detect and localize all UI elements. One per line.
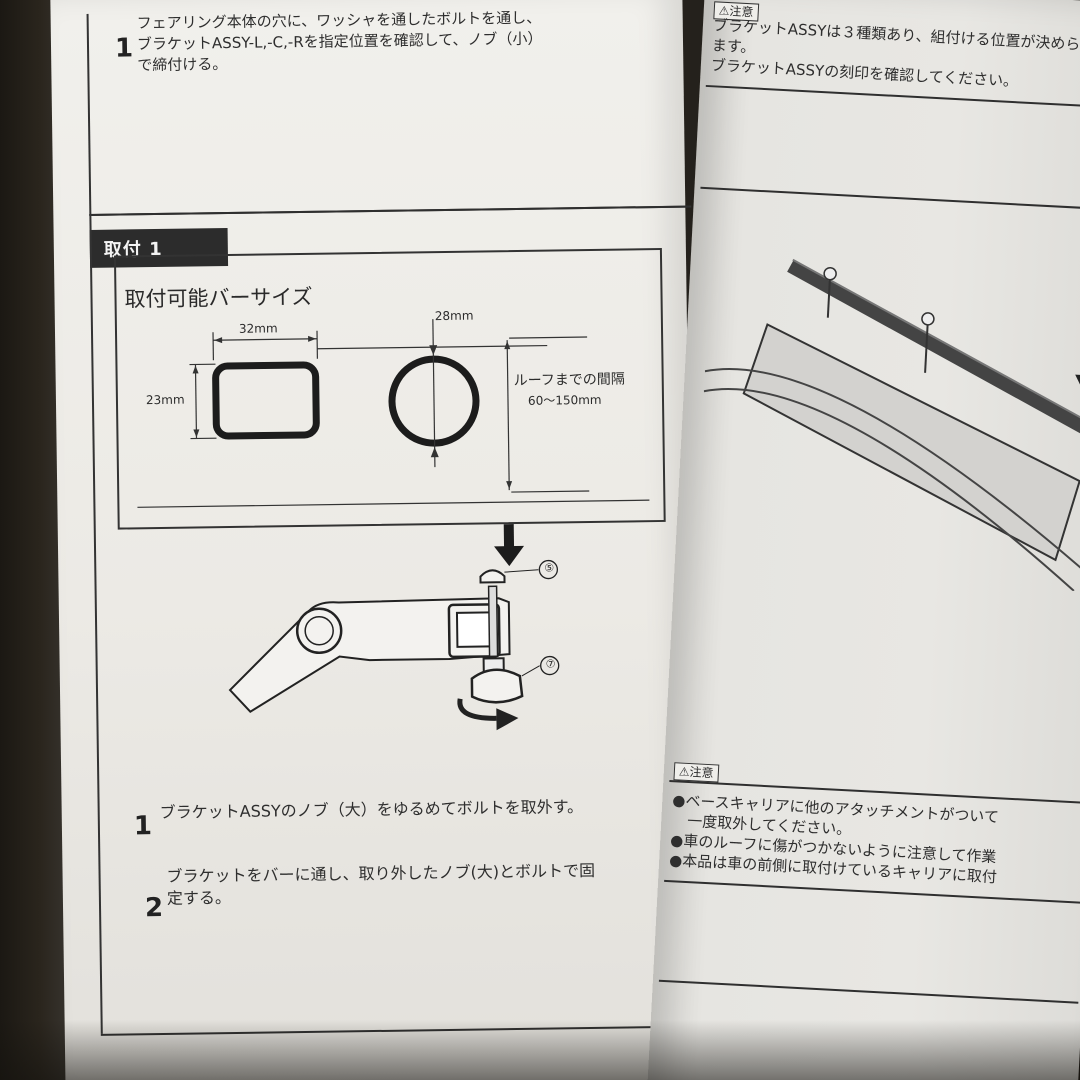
- top-step-number: 1: [114, 33, 134, 64]
- square-bar-shape: [212, 361, 320, 440]
- callout-5: ⑤: [544, 561, 555, 575]
- step2-number: 2: [144, 892, 164, 924]
- step1-number: 1: [133, 811, 153, 842]
- step1-text: ブラケットASSYのノブ（大）をゆるめてボルトを取外す。: [159, 797, 584, 823]
- round-diameter-label: 28mm: [434, 308, 474, 324]
- callout-7: ⑦: [545, 657, 556, 671]
- roof-gap-label: ルーフまでの間隔: [513, 371, 625, 390]
- caution-bottom-rule: [664, 879, 1080, 904]
- bracket-illustration: [228, 559, 560, 731]
- left-page: 1 フェアリング本体の穴に、ワッシャを通したボルトを通し、 ブラケットASSY-…: [50, 0, 698, 1080]
- arrow-down-icon: [494, 524, 525, 567]
- bar-size-diagram: [137, 319, 650, 508]
- caution-top-line2: ます。: [711, 36, 756, 57]
- step2-line2: 定する。: [166, 888, 232, 908]
- caution-bottom: ⚠注意: [673, 760, 720, 783]
- right-section-rule: [700, 186, 1080, 211]
- step2-line1: ブラケットをバーに通し、取り外したノブ(大)とボルトで固: [166, 860, 596, 886]
- right-page: ⚠注意 ブラケットASSYは３種類あり、組付ける位置が決めら ます。 ブラケット…: [646, 0, 1080, 1080]
- right-bottom-rule: [658, 979, 1079, 1004]
- caution-tag-bottom: ⚠注意: [673, 762, 720, 783]
- square-height-label: 23mm: [145, 392, 185, 408]
- section-left-border: [89, 213, 103, 1034]
- caution-top-rule: [705, 84, 1080, 109]
- bar-size-box: 取付可能バーサイズ: [113, 247, 666, 530]
- top-step-line3: で締付ける。: [137, 55, 228, 75]
- caution-top-line3: ブラケットASSYの刻印を確認してください。: [710, 56, 1019, 91]
- warning-triangle-icon: ⚠: [678, 764, 691, 780]
- fairing-illustration: [703, 258, 1080, 592]
- caution-top-line1: ブラケットASSYは３種類あり、組付ける位置が決めら: [712, 16, 1080, 54]
- square-width-label: 32mm: [238, 321, 278, 336]
- bottom-shadow: [0, 1020, 1080, 1080]
- roof-gap-value: 60～150mm: [527, 392, 602, 408]
